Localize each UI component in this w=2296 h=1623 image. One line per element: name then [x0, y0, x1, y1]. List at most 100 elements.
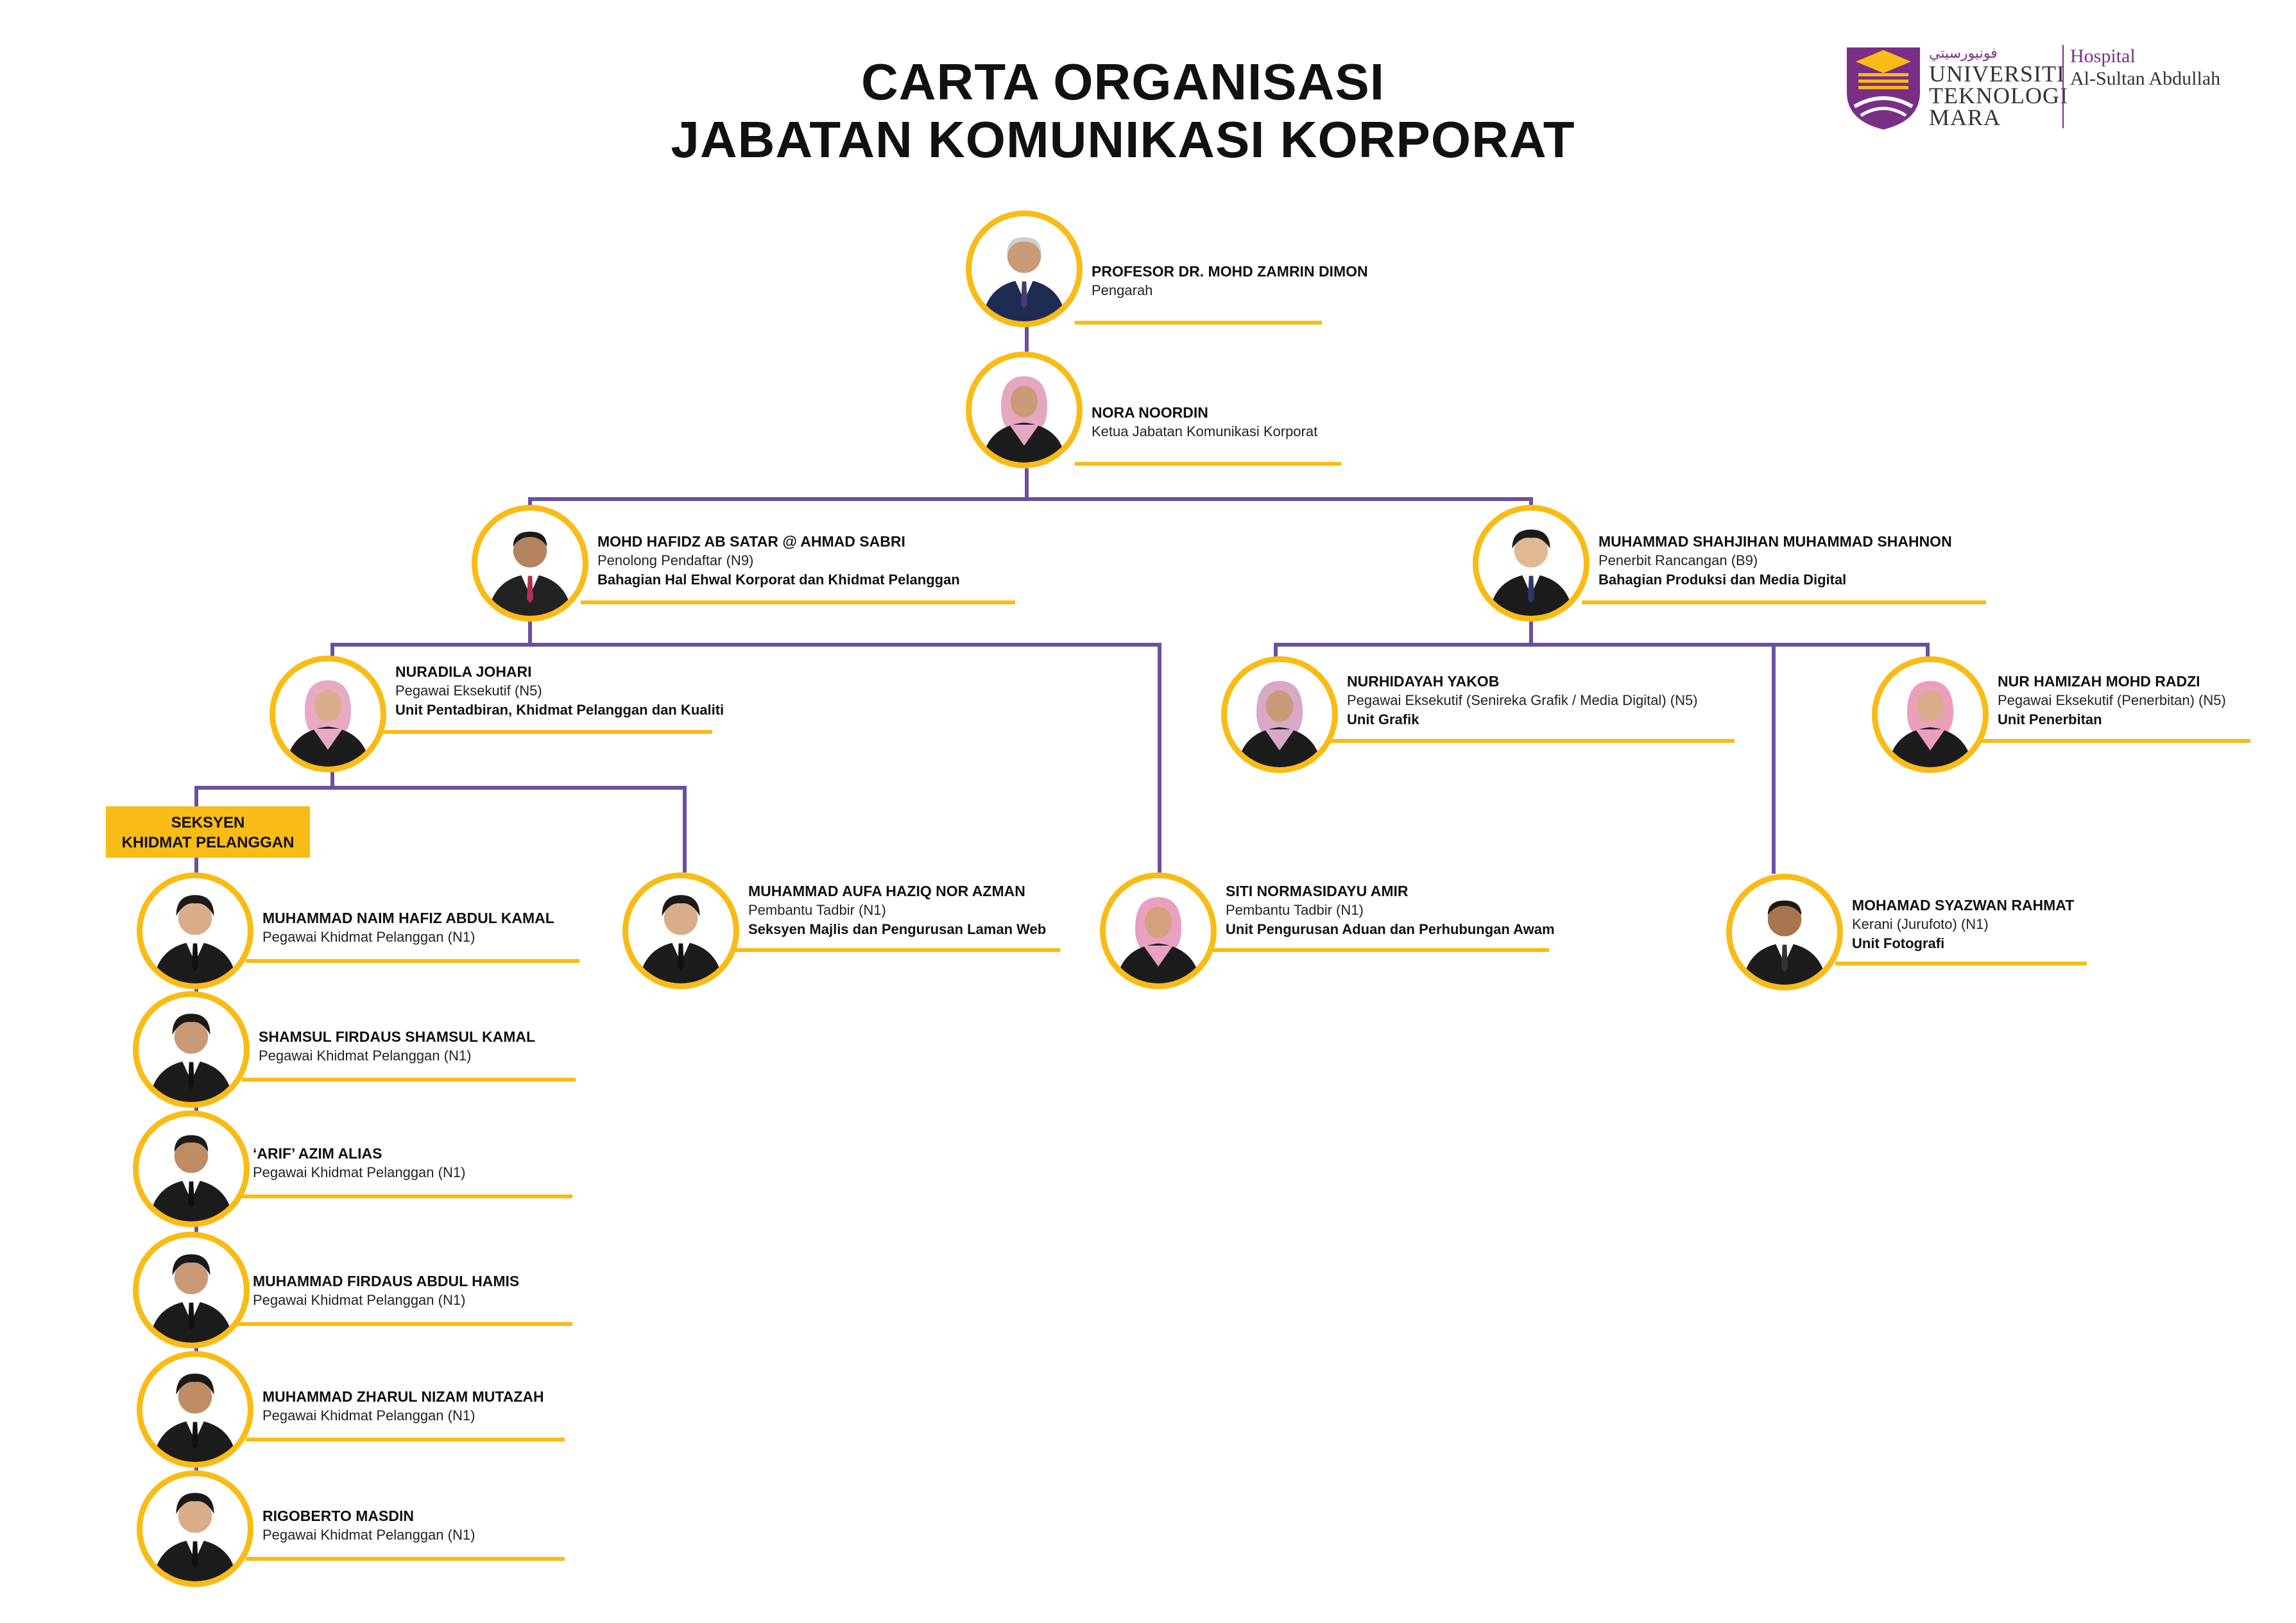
staff-position: Pegawai Khidmat Pelanggan (N1) [262, 929, 475, 945]
connector-line [1274, 643, 1930, 647]
staff-name: NUR HAMIZAH MOHD RADZI [1998, 673, 2200, 690]
connector-line [1025, 321, 1029, 359]
staff-unit: Seksyen Majlis dan Pengurusan Laman Web [748, 921, 1047, 937]
name-underline [1075, 462, 1341, 466]
staff-photo-icon [133, 1232, 250, 1348]
staff-position: Pembantu Tadbir (N1) [748, 902, 886, 918]
staff-name: MUHAMMAD FIRDAUS ABDUL HAMIS [253, 1273, 520, 1289]
staff-photo-icon [133, 1110, 250, 1227]
connector-line [1926, 643, 1930, 658]
name-underline [1582, 600, 1986, 604]
staff-photo-icon [270, 656, 386, 772]
logo-divider [2062, 45, 2064, 128]
staff-unit: Unit Penerbitan [1998, 711, 2102, 727]
name-underline [581, 600, 1015, 604]
staff-position: Pegawai Khidmat Pelanggan (N1) [262, 1407, 475, 1423]
staff-name: PROFESOR DR. MOHD ZAMRIN DIMON [1092, 263, 1368, 280]
staff-photo-icon [966, 210, 1083, 327]
uitm-shield-icon [1847, 47, 1920, 130]
logo-hospital: Hospital [2070, 46, 2136, 67]
staff-position: Pengarah [1092, 282, 1153, 298]
staff-unit: Bahagian Produksi dan Media Digital [1598, 572, 1847, 588]
name-underline [236, 1194, 572, 1198]
staff-position: Penolong Pendaftar (N9) [597, 552, 754, 568]
staff-photo-icon [1221, 656, 1338, 773]
staff-name: NURHIDAYAH YAKOB [1347, 673, 1500, 690]
name-underline [1330, 739, 1735, 743]
connector-line [528, 497, 1533, 501]
logo-word-2: TEKNOLOGI [1929, 83, 2068, 108]
staff-name: NORA NOORDIN [1092, 404, 1208, 421]
name-underline [246, 959, 579, 963]
staff-unit: Unit Pengurusan Aduan dan Perhubungan Aw… [1226, 921, 1555, 937]
connector-line [330, 643, 1161, 647]
connector-line [1772, 643, 1776, 874]
section-label-line2: KHIDMAT PELANGGAN [121, 834, 295, 851]
staff-position: Pegawai Eksekutif (N5) [395, 683, 542, 699]
staff-name: SITI NORMASIDAYU AMIR [1226, 883, 1409, 899]
connector-line [194, 786, 198, 808]
logo-word-1: UNIVERSITI [1929, 61, 2065, 87]
staff-name: SHAMSUL FIRDAUS SHAMSUL KAMAL [259, 1028, 536, 1045]
logo-hospital-name: Al-Sultan Abdullah [2070, 68, 2221, 89]
staff-position: Pegawai Eksekutif (Penerbitan) (N5) [1998, 692, 2226, 708]
staff-position: Pegawai Khidmat Pelanggan (N1) [262, 1527, 475, 1543]
staff-position: Pegawai Khidmat Pelanggan (N1) [259, 1048, 472, 1064]
name-underline [1835, 962, 2087, 965]
staff-photo-icon [622, 872, 739, 989]
staff-photo-icon [133, 991, 250, 1108]
name-underline [242, 1078, 576, 1082]
staff-name: MUHAMMAD AUFA HAZIQ NOR AZMAN [748, 883, 1025, 899]
staff-name: MUHAMMAD SHAHJIHAN MUHAMMAD SHAHNON [1598, 533, 1952, 550]
staff-position: Pegawai Eksekutif (Senireka Grafik / Med… [1347, 692, 1698, 708]
name-underline [236, 1322, 572, 1326]
staff-name: MUHAMMAD NAIM HAFIZ ABDUL KAMAL [262, 910, 554, 926]
name-underline [1981, 739, 2250, 743]
section-label-khidmat-pelanggan: SEKSYEN KHIDMAT PELANGGAN [106, 806, 310, 858]
staff-photo-icon [1100, 872, 1217, 989]
connector-line [1025, 468, 1029, 500]
connector-line [194, 786, 687, 790]
staff-unit: Unit Pentadbiran, Khidmat Pelanggan dan … [395, 702, 724, 718]
staff-position: Ketua Jabatan Komunikasi Korporat [1092, 423, 1318, 439]
name-underline [1075, 321, 1322, 325]
connector-line [1158, 643, 1161, 884]
name-underline [246, 1557, 565, 1561]
connector-line [330, 643, 334, 662]
staff-unit: Unit Grafik [1347, 711, 1419, 727]
chart-title-line2: JABATAN KOMUNIKASI KORPORAT [671, 111, 1575, 168]
jawi-script-icon: فونيورسيتي [1929, 46, 1998, 62]
connector-line [1529, 606, 1533, 646]
staff-unit: Unit Fotografi [1852, 935, 1945, 951]
name-underline [379, 730, 712, 734]
staff-name: NURADILA JOHARI [395, 663, 532, 680]
name-underline [246, 1438, 565, 1441]
staff-name: MOHAMAD SYAZWAN RAHMAT [1852, 897, 2075, 913]
staff-name: MUHAMMAD ZHARUL NIZAM MUTAZAH [262, 1388, 544, 1405]
connector-line [330, 769, 334, 789]
staff-position: Penerbit Rancangan (B9) [1598, 552, 1758, 568]
staff-photo-icon [1872, 656, 1989, 773]
name-underline [1209, 948, 1549, 952]
staff-photo-icon [137, 872, 253, 989]
connector-line [528, 606, 532, 646]
staff-position: Pegawai Khidmat Pelanggan (N1) [253, 1164, 466, 1180]
chart-title-line1: CARTA ORGANISASI [861, 53, 1385, 110]
staff-photo-icon [472, 505, 588, 622]
staff-name: RIGOBERTO MASDIN [262, 1508, 414, 1524]
staff-name: MOHD HAFIDZ AB SATAR @ AHMAD SABRI [597, 533, 905, 550]
staff-photo-icon [137, 1470, 253, 1587]
staff-photo-icon [1473, 505, 1589, 622]
name-underline [732, 948, 1060, 952]
staff-photo-icon [966, 352, 1083, 468]
uitm-hospital-logo: فونيورسيتي UNIVERSITI TEKNOLOGI MARA Hos… [1842, 45, 2240, 141]
logo-word-3: MARA [1929, 105, 2001, 130]
staff-unit: Bahagian Hal Ehwal Korporat dan Khidmat … [597, 572, 960, 588]
connector-line [683, 786, 687, 872]
staff-name: ‘ARIF’ AZIM ALIAS [253, 1145, 382, 1162]
staff-position: Pegawai Khidmat Pelanggan (N1) [253, 1292, 466, 1308]
staff-photo-icon [137, 1351, 253, 1468]
staff-position: Pembantu Tadbir (N1) [1226, 902, 1364, 918]
section-label-line1: SEKSYEN [171, 814, 245, 831]
staff-photo-icon [1726, 874, 1843, 990]
